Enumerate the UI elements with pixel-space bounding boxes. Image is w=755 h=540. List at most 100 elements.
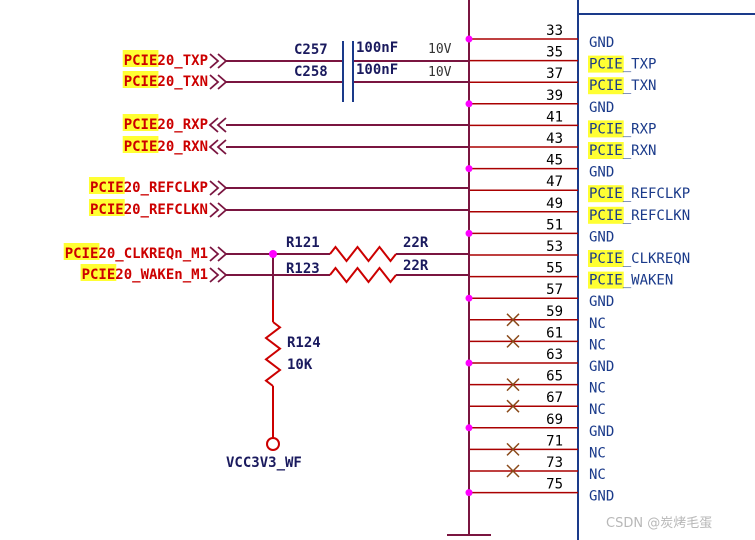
pin-number: 43: [546, 131, 563, 147]
pin-name: _RXN: [623, 143, 657, 159]
pin-name: GND: [589, 294, 614, 310]
pin-name-highlight: [588, 120, 624, 138]
pin-name-highlight: [588, 206, 624, 224]
net-label-highlight: [122, 50, 159, 67]
capacitor-c257: [342, 41, 354, 81]
power-terminal: [266, 437, 280, 451]
ground-junction: [465, 229, 473, 237]
pin-name-prefix: PCIE: [589, 78, 623, 94]
pin-number: 41: [546, 109, 563, 125]
pin-name: NC: [589, 467, 606, 483]
ground-junction: [465, 359, 473, 367]
pin-name: GND: [589, 489, 614, 505]
pin-number: 33: [546, 23, 563, 39]
pin-name: NC: [589, 445, 606, 461]
net-label-prefix: PCIE: [124, 74, 158, 90]
resistor-r121-value: 22R: [403, 235, 429, 251]
signal-wires: [229, 60, 470, 300]
pin-name-prefix: PCIE: [589, 186, 623, 202]
pin-number: 51: [546, 217, 563, 233]
no-connect-mark: [506, 334, 520, 348]
pin-number: 39: [546, 88, 563, 104]
resistor-r123-ref: R123: [286, 261, 320, 277]
pin-name-highlight: [588, 55, 624, 73]
net-label: 20_RXP: [157, 117, 208, 133]
capacitor-c257-voltage: 10V: [428, 42, 452, 57]
power-label: VCC3V3_WF: [226, 455, 302, 471]
net-label-highlight: [122, 114, 159, 131]
net-label-highlight: [122, 71, 159, 88]
pin-name: _RXP: [623, 121, 657, 137]
pin-number: 45: [546, 153, 563, 169]
ground-junction: [465, 165, 473, 173]
net-label-highlight: [88, 199, 125, 216]
pin-number: 73: [546, 455, 563, 471]
pin-name-highlight: [588, 185, 624, 203]
resistor-r121-ref: R121: [286, 235, 320, 251]
resistor-r123-value: 22R: [403, 258, 429, 274]
net-port-arrow: [208, 139, 227, 155]
net-port-arrow: [208, 117, 227, 133]
net-label: 20_REFCLKP: [124, 180, 208, 196]
net-label-prefix: PCIE: [90, 180, 124, 196]
watermark: CSDN @炭烤毛蛋: [606, 516, 712, 531]
pin-name-prefix: PCIE: [589, 208, 623, 224]
pin-name-prefix: PCIE: [589, 273, 623, 289]
pin-name: NC: [589, 316, 606, 332]
pin-name-highlight: [588, 250, 624, 267]
pin-number: 61: [546, 325, 563, 341]
capacitor-c257-ref: C257: [294, 42, 328, 58]
pin-name-prefix: PCIE: [589, 121, 623, 137]
pin-number: 55: [546, 261, 563, 277]
net-label-prefix: PCIE: [90, 202, 124, 218]
net-label-highlight: [80, 264, 117, 281]
resistor-r124-ref: R124: [287, 335, 321, 351]
resistor-r124: [264, 321, 282, 387]
pin-name: _TXN: [623, 78, 657, 94]
capacitor-c258-voltage: 10V: [428, 65, 452, 80]
pin-name-prefix: PCIE: [589, 57, 623, 73]
no-connect-mark: [506, 399, 520, 413]
pin-name: GND: [589, 165, 614, 181]
ground-bus: [447, 0, 491, 536]
pin-number: 35: [546, 45, 563, 61]
net-label: 20_TXP: [157, 53, 208, 69]
pin-name: _REFCLKN: [623, 208, 690, 224]
pin-name: _TXP: [623, 57, 657, 73]
net-label-prefix: PCIE: [124, 53, 158, 69]
net-label: 20_RXN: [157, 139, 208, 155]
net-label-highlight: [88, 177, 125, 194]
pin-name-highlight: [588, 77, 624, 95]
pin-number: 47: [546, 174, 563, 190]
pin-name: GND: [589, 424, 614, 440]
pin-name-highlight: [588, 271, 624, 289]
ground-junction: [465, 424, 473, 432]
net-label-highlight: [122, 136, 159, 153]
no-connect-mark: [506, 464, 520, 478]
pin-name: GND: [589, 359, 614, 375]
net-port-arrow: [209, 53, 228, 69]
pin-name: _WAKEN: [623, 273, 674, 289]
pin-name: _REFCLKP: [623, 186, 690, 202]
ground-junction: [465, 100, 473, 108]
pin-number: 59: [546, 304, 563, 320]
pin-name: NC: [589, 381, 606, 397]
pin-name: _CLKREQN: [623, 251, 690, 267]
net-label: 20_TXN: [157, 74, 208, 90]
net-label: 20_CLKREQn_M1: [98, 246, 208, 262]
pin-number: 53: [546, 239, 563, 255]
net-port-arrow: [209, 74, 228, 90]
resistor-r121: [329, 245, 397, 263]
capacitor-c258-value: 100nF: [356, 62, 398, 78]
pin-number: 65: [546, 369, 563, 385]
no-connect-mark: [506, 313, 520, 327]
net-label-prefix: PCIE: [82, 267, 116, 283]
pin-number: 49: [546, 196, 563, 212]
net-label-highlight: [63, 243, 100, 260]
ground-junction: [465, 489, 473, 497]
net-port-arrow: [209, 267, 228, 283]
net-label-prefix: PCIE: [124, 117, 158, 133]
pin-name-highlight: [588, 142, 624, 159]
